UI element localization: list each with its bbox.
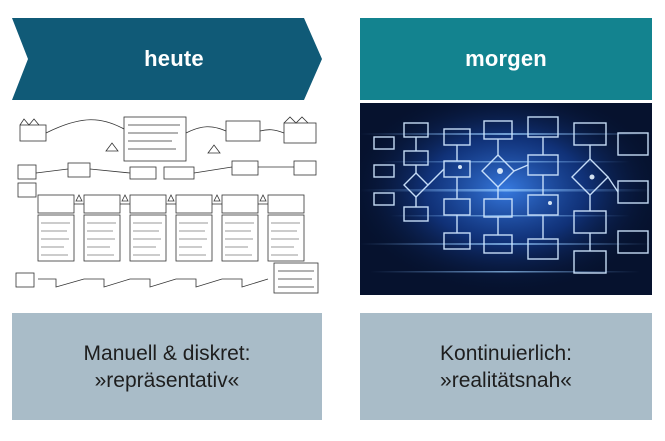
caption-tomorrow-line2: »realitätsnah« — [440, 368, 572, 392]
header-tomorrow-label: morgen — [465, 46, 547, 71]
header-today-label: heute — [144, 46, 204, 71]
hand-drawn-diagram-icon — [15, 116, 319, 294]
caption-today: Manuell & diskret: »repräsentativ« — [12, 313, 322, 420]
header-rectangle-shape — [360, 18, 652, 100]
digital-flowchart-image — [360, 103, 652, 295]
chevron-arrow-shape — [12, 18, 322, 100]
glowing-flowchart-icon — [360, 103, 652, 295]
caption-tomorrow: Kontinuierlich: »realitätsnah« — [360, 313, 652, 420]
caption-today-line2: »repräsentativ« — [94, 368, 240, 392]
header-tomorrow: morgen — [360, 18, 652, 100]
header-today: heute — [12, 18, 322, 100]
caption-tomorrow-line1: Kontinuierlich: — [440, 341, 572, 365]
value-stream-map-image — [12, 103, 322, 295]
caption-today-line1: Manuell & diskret: — [83, 341, 251, 365]
